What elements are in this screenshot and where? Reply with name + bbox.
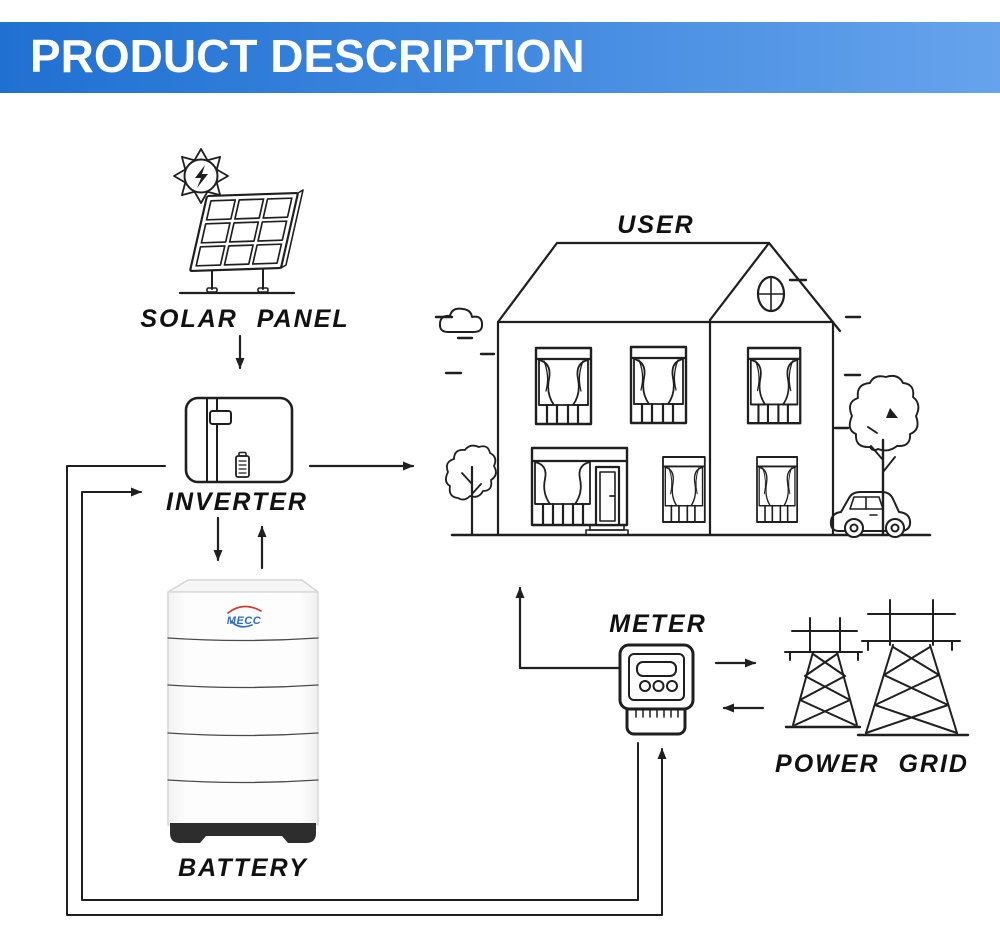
- window-lower-right: [755, 455, 799, 524]
- section-header-banner: PRODUCT DESCRIPTION: [0, 22, 1000, 93]
- transmission-tower-small: [784, 617, 863, 729]
- tree-right-icon: [848, 374, 920, 537]
- meter-icon: [618, 643, 695, 736]
- sun-icon: [173, 148, 229, 204]
- transmission-tower-large: [856, 599, 970, 737]
- meter-label: METER: [609, 610, 707, 638]
- car-icon: [829, 491, 912, 538]
- solar-panel-label: SOLAR PANEL: [140, 305, 350, 333]
- inverter-icon: [184, 396, 294, 484]
- battery-brand-text: MECC: [227, 615, 262, 627]
- window-upper-left: [534, 346, 593, 426]
- window-upper-right: [746, 346, 802, 425]
- power-grid-icon: [784, 599, 970, 737]
- battery-brand-logo: MECC: [227, 605, 262, 628]
- power-grid-label: POWER GRID: [775, 750, 969, 778]
- window-lower-middle: [661, 455, 706, 524]
- house-icon: [434, 241, 932, 538]
- line-inverter-to-meter-wrap: [66, 465, 667, 916]
- battery-icon: MECC: [167, 579, 319, 843]
- user-label: USER: [617, 211, 695, 239]
- attic-round-window: [756, 275, 786, 313]
- speed-dashes: [434, 278, 862, 430]
- solar-panel-icon: [178, 189, 304, 295]
- battery-label: BATTERY: [178, 854, 308, 882]
- line-meter-to-inverter-wrap: [81, 487, 639, 901]
- cloud-icon: [438, 307, 484, 333]
- ground-window-and-door: [530, 446, 629, 536]
- tree-left-icon: [445, 444, 497, 537]
- arrow-meter-to-house: [515, 586, 620, 670]
- inverter-label: INVERTER: [166, 488, 308, 516]
- window-upper-middle: [629, 345, 688, 425]
- page-title: PRODUCT DESCRIPTION: [30, 30, 585, 82]
